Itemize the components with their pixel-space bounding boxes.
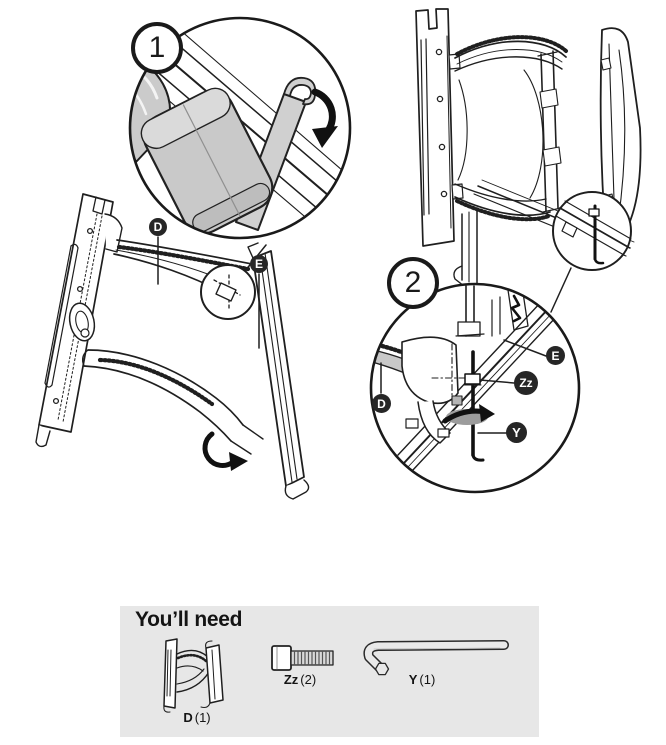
rotate-arrow-icon [311,88,336,135]
part-badge-e: E [250,255,268,273]
part-letter: D [183,710,193,725]
turn-arrow-icon [442,408,489,424]
part-letter: Zz [283,672,299,687]
part-label-y: Y(1) [390,672,454,687]
detail-badge-e: E [546,346,565,365]
step-1-number-text: 1 [148,31,166,64]
step2-detail-circle [369,282,581,494]
detail-badge-y: Y [506,422,527,443]
wall-mount-side-view-illustration [35,193,310,500]
step-1-number: 1 [131,22,183,74]
youll-need-title: You’ll need [135,608,243,631]
part-letter: Y [408,672,418,687]
part-label-d: D(1) [165,710,229,725]
part-qty: (1) [194,710,211,725]
part-badge-d: D [149,218,167,236]
detail-badge-d: D [372,394,391,413]
detail-badge-zz: Zz [514,371,538,395]
step-2-number: 2 [387,257,439,309]
step-2-number-text: 2 [404,266,422,299]
wall-mount-front-view-illustration [415,8,642,313]
part-qty: (1) [419,672,436,687]
part-label-zz: Zz(2) [268,672,332,687]
part-qty: (2) [300,672,317,687]
